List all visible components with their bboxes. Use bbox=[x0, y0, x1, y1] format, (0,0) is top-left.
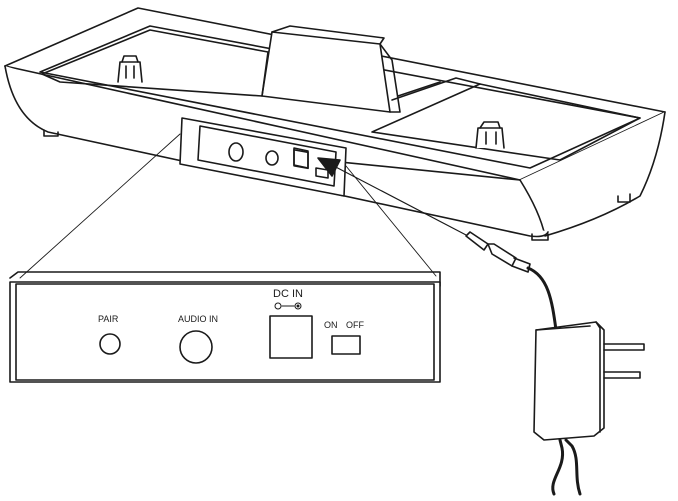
on-label: ON bbox=[324, 320, 338, 330]
off-label: OFF bbox=[346, 320, 364, 330]
pair-label: PAIR bbox=[98, 314, 119, 324]
charging-base bbox=[5, 8, 665, 278]
dc-in-label: DC IN bbox=[273, 288, 303, 300]
back-panel-detail bbox=[10, 272, 440, 382]
audio-in-label: AUDIO IN bbox=[178, 314, 218, 324]
